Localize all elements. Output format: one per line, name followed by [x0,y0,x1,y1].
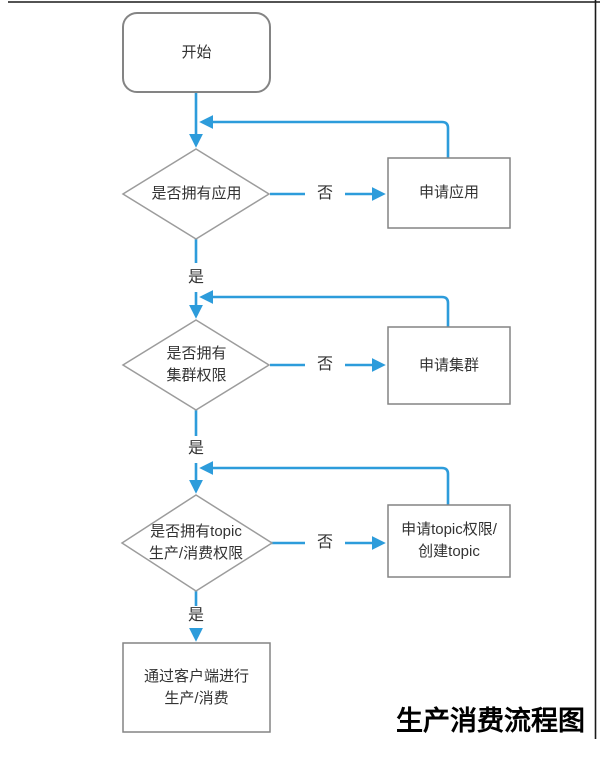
diagram-title: 生产消费流程图 [396,706,585,736]
decision-cluster-shape [121,319,271,411]
edge-label-yes-app: 是 [176,268,216,288]
decision-topic-shape [120,494,274,592]
end-node-shape [122,642,271,733]
edge-label-no-topic: 否 [305,533,345,553]
edge-label-yes-cluster: 是 [176,439,216,459]
decision-app-shape [121,148,271,240]
process-topic-shape [387,504,511,578]
connector-process-app-loopback [199,115,450,158]
edge-label-no-app: 否 [305,184,345,204]
connector-process-cluster-loopback [199,290,450,327]
edge-label-no-cluster: 否 [305,355,345,375]
process-app-shape [387,157,511,229]
start-node-shape [122,12,271,93]
connector-process-topic-loopback [199,461,450,505]
edge-label-yes-topic: 是 [176,606,216,626]
process-cluster-shape [387,326,511,405]
